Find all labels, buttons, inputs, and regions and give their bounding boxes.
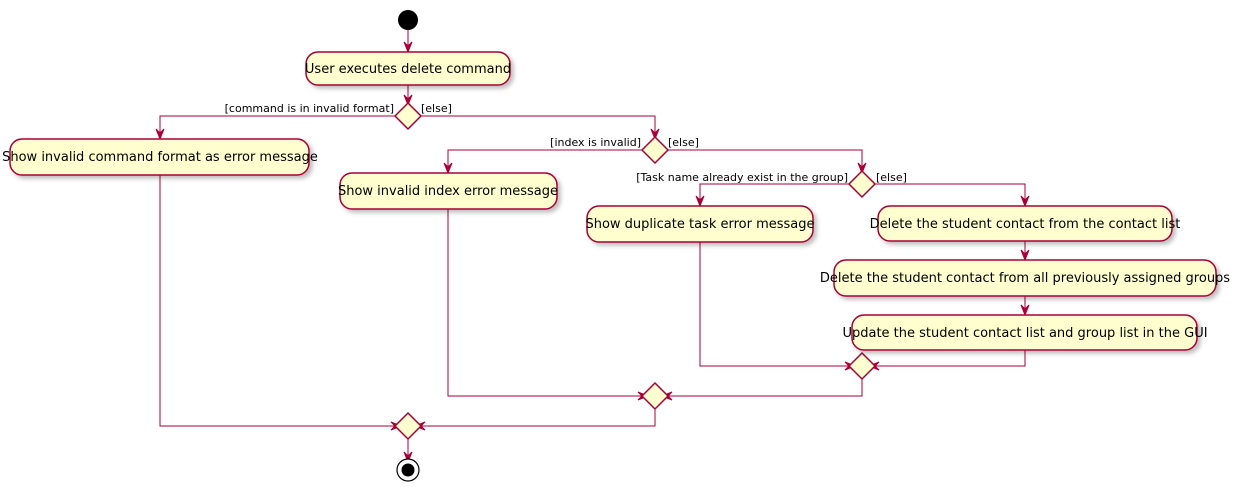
activity-label: Show duplicate task error message <box>585 217 814 232</box>
activity-invalid-index: Show invalid index error message <box>338 172 558 210</box>
merge-diamond-middle <box>640 381 670 411</box>
decision-index-valid <box>640 135 670 165</box>
activity-label: Show invalid command format as error mes… <box>2 150 318 165</box>
decision-command-format <box>393 101 423 131</box>
activity-label: Delete the student contact from the cont… <box>870 217 1181 232</box>
arrow-heads <box>155 41 1030 464</box>
decision-task-exists <box>847 169 877 199</box>
activity-label: Show invalid index error message <box>338 184 558 199</box>
flow-lines <box>159 30 1026 456</box>
start-node <box>398 10 418 30</box>
activity-label: Update the student contact list and grou… <box>842 326 1207 341</box>
merge-diamond-outer <box>393 411 423 441</box>
activity-update-lists: Update the student contact list and grou… <box>842 314 1208 351</box>
activity-label: User executes delete command <box>305 62 511 77</box>
guard-else-format: [else] <box>421 102 452 115</box>
activity-delete-contact: Delete the student contact from the cont… <box>870 205 1181 242</box>
guard-else-index: [else] <box>668 136 699 149</box>
merge-diamond-inner <box>847 351 877 381</box>
guard-else-task: [else] <box>876 171 907 184</box>
guard-invalid-index: [index is invalid] <box>550 136 641 149</box>
activity-duplicate-task: Show duplicate task error message <box>585 205 815 243</box>
end-node <box>396 458 420 482</box>
activity-label: Delete the student contact from all prev… <box>820 271 1230 286</box>
activity-invalid-format: Show invalid command format as error mes… <box>2 138 318 176</box>
guard-invalid-format: [command is in invalid format] <box>225 102 394 115</box>
guard-task-exists: [Task name already exist in the group] <box>636 171 848 184</box>
activity-execute-delete: User executes delete command <box>305 51 511 86</box>
activity-delete-from-groups: Delete the student contact from all prev… <box>820 259 1230 297</box>
